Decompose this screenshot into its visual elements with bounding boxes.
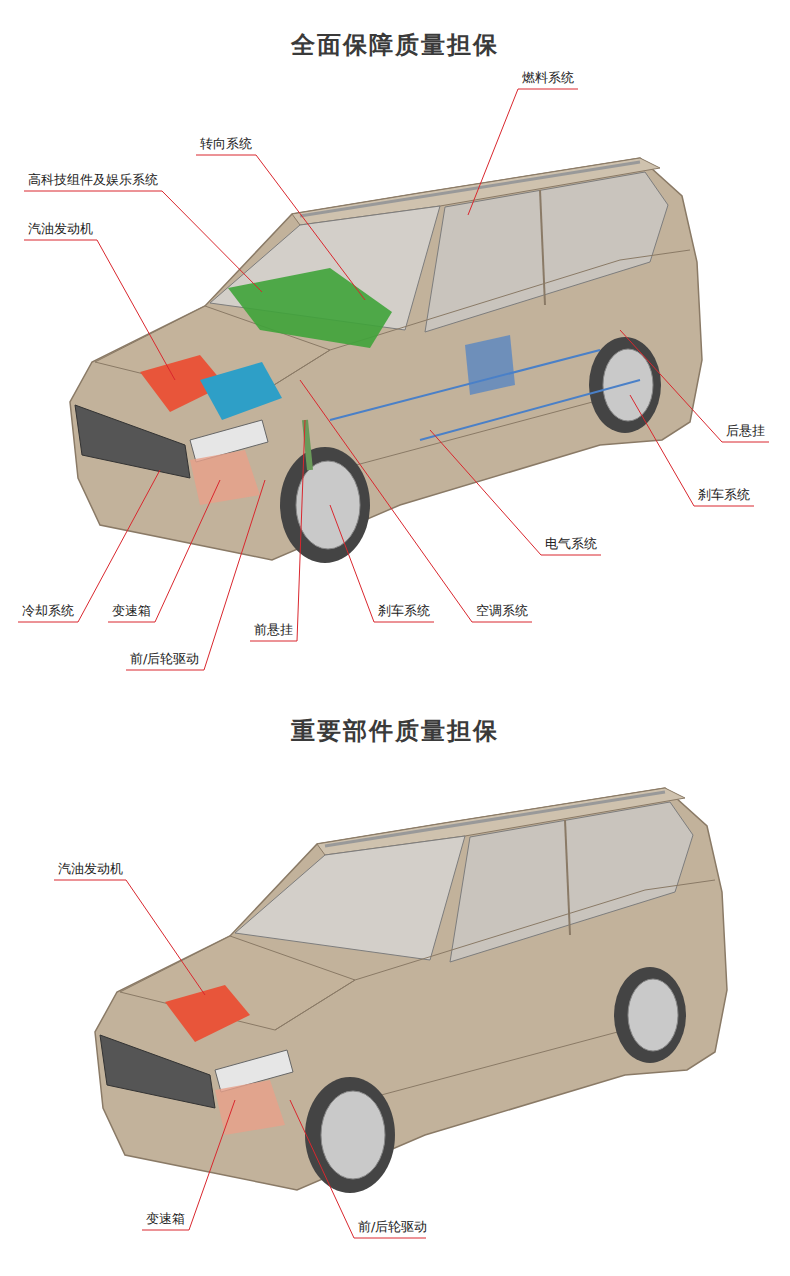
car-illustration: [95, 788, 727, 1193]
car-illustration: [70, 158, 702, 563]
suspension-part: [305, 420, 310, 470]
part-label: 转向系统: [200, 136, 252, 152]
part-label: 汽油发动机: [58, 861, 123, 877]
part-label: 刹车系统: [378, 603, 430, 619]
part-label: 变速箱: [112, 603, 151, 619]
cooling-part: [200, 362, 282, 420]
part-label: 空调系统: [476, 603, 528, 619]
leader-lines: [18, 89, 769, 1238]
part-label: 电气系统: [545, 536, 597, 552]
title: 全面保障质量担保: [0, 30, 790, 60]
part-label: 前/后轮驱动: [130, 651, 199, 667]
engine-part: [165, 985, 250, 1042]
part-label: 燃料系统: [522, 70, 574, 86]
section-heading: 重要部件质量担保: [0, 716, 790, 746]
part-label: 后悬挂: [726, 423, 765, 439]
wiring-part: [330, 350, 640, 440]
part-label: 汽油发动机: [28, 221, 93, 237]
part-label: 刹车系统: [698, 487, 750, 503]
part-label: 高科技组件及娱乐系统: [28, 172, 158, 188]
entertainment-part: [228, 268, 392, 348]
part-label: 冷却系统: [22, 603, 74, 619]
part-label: 前/后轮驱动: [358, 1219, 427, 1235]
part-label: 前悬挂: [254, 622, 293, 638]
part-label: 变速箱: [146, 1211, 185, 1227]
fuel-part: [465, 335, 515, 395]
transmission-part: [190, 450, 260, 505]
